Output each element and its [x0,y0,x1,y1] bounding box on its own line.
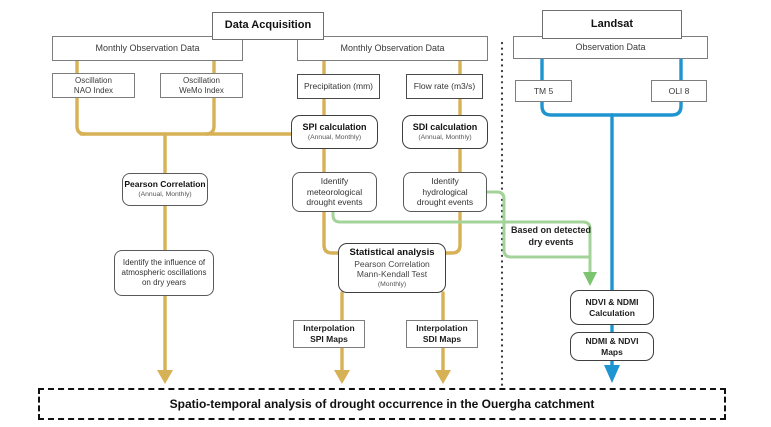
interp-spi-line1: Interpolation [303,323,355,334]
influence-line1: Identify the influence of [122,258,206,267]
box-statistical-analysis: Statistical analysis Pearson Correlation… [338,243,446,293]
box-monthly-observation-data-left: Monthly Observation Data [52,36,243,61]
osc-wemo-line2: WeMo Index [179,85,224,95]
influence-line3: on dry years [141,278,187,287]
interp-sdi-line1: Interpolation [416,323,468,334]
connector-nao-elbow [75,95,87,136]
box-oli8: OLI 8 [651,80,707,102]
box-oscillation-nao-index: Oscillation NAO Index [52,73,135,98]
box-spi-calculation: SPI calculation (Annual, Monthly) [291,115,378,149]
stat-analysis-line3: Mann-Kendall Test [356,269,428,280]
banner-spatio-temporal-analysis: Spatio-temporal analysis of drought occu… [38,388,726,420]
box-identify-meteorological: Identify meteorological drought events [292,172,377,212]
identify-met-line1: Identify [320,176,349,187]
stat-analysis-line2: Pearson Correlation [354,258,430,269]
connector-met-to-statistical [322,210,342,255]
arrowhead-spi-maps-down [334,370,350,384]
based-on-line2: dry events [528,236,574,247]
box-oscillation-wemo-index: Oscillation WeMo Index [160,73,243,98]
connector-tm5-column [540,56,614,117]
identify-hyd-line3: drought events [416,197,474,208]
header-landsat-label: Landsat [590,17,634,30]
box-interpolation-sdi-maps: Interpolation SDI Maps [406,320,478,348]
box-monthly-observation-data-mid: Monthly Observation Data [297,36,488,61]
header-data-acquisition: Data Acquisition [212,12,324,40]
stat-analysis-title: Statistical analysis [349,246,435,258]
ndvi-calc-line1: NDVI & NDMI [585,296,639,307]
pearson-title: Pearson Correlation [124,179,206,190]
flow-rate-label: Flow rate (m3/s) [413,81,476,92]
interp-sdi-line2: SDI Maps [422,334,462,344]
stat-analysis-subtitle: (Monthly) [377,280,407,288]
banner-label: Spatio-temporal analysis of drought occu… [169,397,595,411]
connector-hyd-to-statistical [442,210,462,255]
identify-hyd-line1: Identify [431,176,459,187]
arrowhead-sdi-maps-down [435,370,451,384]
box-interpolation-spi-maps: Interpolation SPI Maps [293,320,365,348]
box-sdi-calculation: SDI calculation (Annual, Monthly) [402,115,488,149]
box-pearson-correlation: Pearson Correlation (Annual, Monthly) [122,173,208,206]
identify-met-line2: meteorological [306,186,363,197]
box-ndmi-ndvi-maps: NDMI & NDVI Maps [570,332,654,361]
note-based-on-detected-dry-events: Based on detected dry events [502,225,600,248]
box-ndvi-ndmi-calculation: NDVI & NDMI Calculation [570,290,654,325]
connector-met-to-ndvi [331,210,592,276]
tm5-label: TM 5 [533,85,554,96]
ndvi-calc-line2: Calculation [589,307,635,318]
observation-data-label: Observation Data [575,41,646,52]
box-observation-data: Observation Data [513,36,708,59]
influence-line2: atmospheric oscillations [121,268,207,277]
arrowhead-landsat-down [604,365,620,383]
header-data-acquisition-label: Data Acquisition [224,19,312,32]
arrowhead-influence-down [157,370,173,384]
ndmi-maps-line2: Maps [601,346,623,357]
spi-calc-subtitle: (Annual, Monthly) [307,133,362,141]
connector-wemo-elbow [204,95,216,136]
identify-hyd-line2: hydrological [422,186,468,197]
box-precipitation: Precipitation (mm) [297,74,380,99]
box-identify-influence: Identify the influence of atmospheric os… [114,250,214,296]
monthly-obs-left-label: Monthly Observation Data [95,42,200,53]
precipitation-label: Precipitation (mm) [304,81,373,92]
oli8-label: OLI 8 [668,85,690,96]
box-identify-hydrological: Identify hydrological drought events [403,172,487,212]
spi-calc-title: SPI calculation [302,121,367,132]
connector-oli8-column [610,56,683,117]
arrowhead-green-into-ndvi [583,272,597,286]
header-landsat: Landsat [542,10,682,39]
box-flow-rate: Flow rate (m3/s) [406,74,483,99]
monthly-obs-mid-label: Monthly Observation Data [340,42,445,53]
osc-nao-line1: Oscillation [75,75,112,85]
based-on-line1: Based on detected [510,225,592,235]
osc-nao-line2: NAO Index [73,85,114,95]
osc-wemo-line1: Oscillation [183,75,220,85]
ndmi-maps-line1: NDMI & NDVI [585,335,639,346]
pearson-subtitle: (Annual, Monthly) [138,191,192,199]
box-tm5: TM 5 [515,80,572,102]
interp-spi-line2: SPI Maps [310,334,348,344]
sdi-calc-title: SDI calculation [412,121,478,132]
connector-hyd-to-ndvi [485,190,590,259]
identify-met-line3: drought events [306,197,363,208]
sdi-calc-subtitle: (Annual, Monthly) [418,133,472,141]
